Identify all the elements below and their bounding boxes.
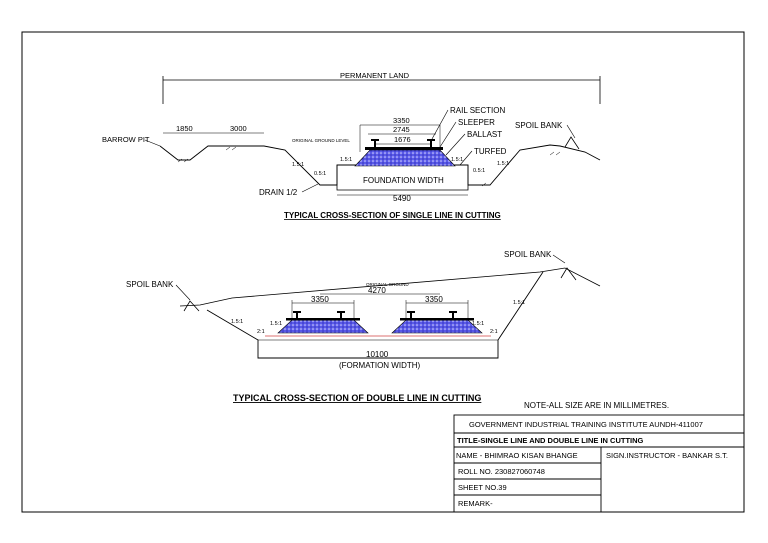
original-ground-label: ORIGINAL GROUND bbox=[366, 282, 409, 287]
original-ground-level: ORIGINAL GROUND LEVEL bbox=[292, 138, 350, 143]
drawing-title: TITLE-SINGLE LINE AND DOUBLE LINE IN CUT… bbox=[457, 436, 644, 445]
slope-0-5-right: 0.5:1 bbox=[473, 168, 485, 174]
dim-4270: 4270 bbox=[368, 286, 386, 295]
single-rail-right bbox=[427, 139, 435, 147]
sign-instructor: SIGN.INSTRUCTOR - BANKAR S.T. bbox=[606, 451, 728, 460]
single-rail-left bbox=[371, 139, 379, 147]
institute-label: GOVERNMENT INDUSTRIAL TRAINING INSTITUTE… bbox=[469, 420, 703, 429]
slope-ballast-right: 1.5:1 bbox=[472, 321, 484, 327]
note-text: NOTE-ALL SIZE ARE IN MILLIMETRES. bbox=[524, 401, 669, 410]
formation-width-label: (FORMATION WIDTH) bbox=[339, 361, 421, 370]
single-line-section: PERMANENT LAND 1850 3000 BARROW PIT ORIG… bbox=[102, 71, 601, 220]
slope-2-left: 2:1 bbox=[257, 329, 265, 335]
single-line-caption: TYPICAL CROSS-SECTION OF SINGLE LINE IN … bbox=[284, 211, 501, 220]
dim-1850: 1850 bbox=[176, 124, 193, 133]
student-name: NAME - BHIMRAO KISAN BHANGE bbox=[456, 451, 578, 460]
rail-section-label: RAIL SECTION bbox=[450, 106, 505, 115]
slope-1-5-ballast-left: 1.5:1 bbox=[340, 157, 352, 163]
foundation-width-label: FOUNDATION WIDTH bbox=[363, 176, 444, 185]
double-ballast-left bbox=[277, 319, 369, 334]
spoil-bank-right-label: SPOIL BANK bbox=[504, 250, 552, 259]
roll-no: ROLL NO. 230827060748 bbox=[458, 467, 545, 476]
dim-3350-left: 3350 bbox=[311, 295, 329, 304]
slope-ballast-left: 1.5:1 bbox=[270, 321, 282, 327]
dim-3000: 3000 bbox=[230, 124, 247, 133]
turfed-label: TURFED bbox=[474, 147, 507, 156]
dim-1676: 1676 bbox=[394, 135, 411, 144]
slope-0-5-left: 0.5:1 bbox=[314, 171, 326, 177]
permanent-land-label: PERMANENT LAND bbox=[340, 71, 410, 80]
sheet-no: SHEET NO.39 bbox=[458, 483, 507, 492]
sleeper-label: SLEEPER bbox=[458, 118, 495, 127]
double-ballast-right bbox=[391, 319, 483, 334]
double-line-caption: TYPICAL CROSS-SECTION OF DOUBLE LINE IN … bbox=[233, 393, 481, 403]
double-line-section: ORIGINAL GROUND 4270 3350 3350 SPOIL BAN… bbox=[126, 250, 601, 403]
slope-1-5-right: 1.5:1 bbox=[497, 161, 509, 167]
dim-3350-right: 3350 bbox=[425, 295, 443, 304]
spoil-bank-left-label: SPOIL BANK bbox=[126, 280, 174, 289]
dim-5490: 5490 bbox=[393, 194, 411, 203]
dim-10100: 10100 bbox=[366, 350, 389, 359]
slope-1-5-left: 1.5:1 bbox=[292, 162, 304, 168]
ballast-label: BALLAST bbox=[467, 130, 502, 139]
sheet-border bbox=[21, 31, 745, 513]
single-sleeper bbox=[365, 147, 443, 150]
drain-label: DRAIN 1/2 bbox=[259, 188, 298, 197]
slope-outer-right: 1.5:1 bbox=[513, 300, 525, 306]
remark: REMARK- bbox=[458, 499, 493, 508]
title-block bbox=[453, 414, 745, 513]
slope-outer-left: 1.5:1 bbox=[231, 319, 243, 325]
spoil-bank-label: SPOIL BANK bbox=[515, 121, 563, 130]
dim-2745: 2745 bbox=[393, 125, 410, 134]
slope-2-right: 2:1 bbox=[490, 329, 498, 335]
single-ballast bbox=[354, 149, 456, 167]
barrow-pit-label: BARROW PIT bbox=[102, 135, 150, 144]
dim-3350: 3350 bbox=[393, 116, 410, 125]
slope-1-5-ballast-right: 1.5:1 bbox=[451, 157, 463, 163]
